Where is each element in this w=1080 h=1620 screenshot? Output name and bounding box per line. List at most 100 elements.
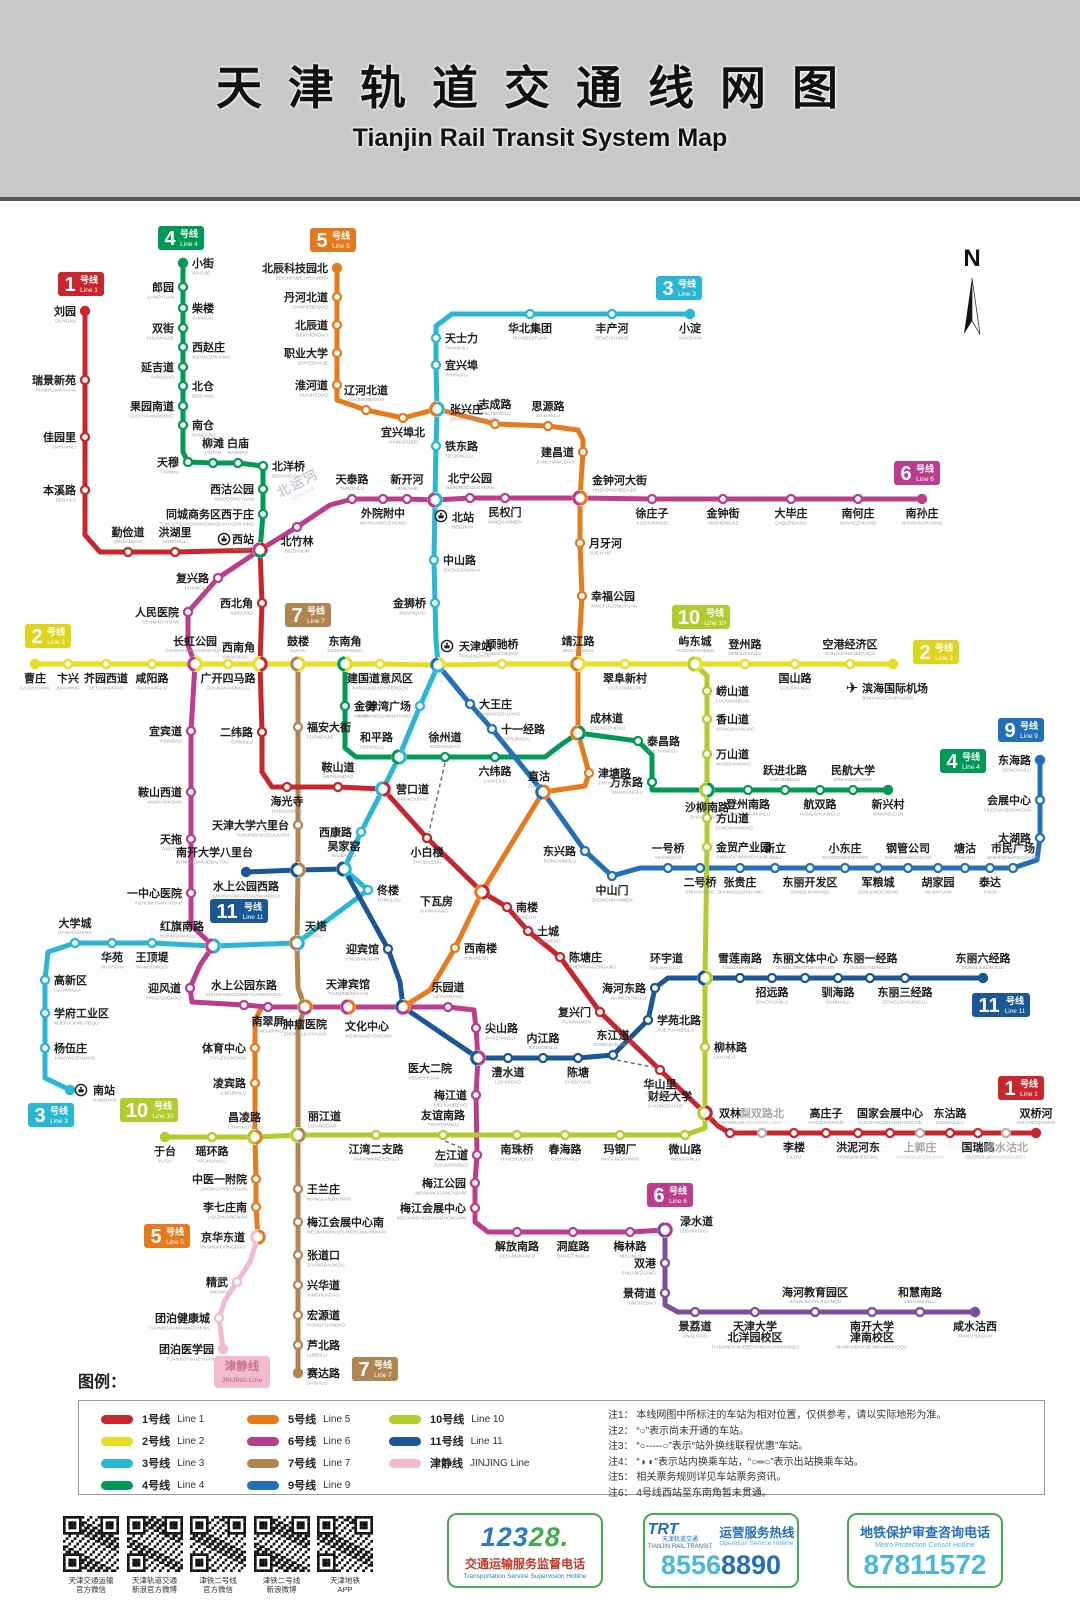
station-yingkoudao-ring [375,781,384,797]
svg-text:津湾广场: 津湾广场 [367,699,411,713]
svg-text:北辰科技园北: 北辰科技园北 [262,261,328,275]
station-huanyudao-ring [704,970,713,986]
station-yangwuzhuang [39,1042,51,1054]
svg-text:CHAILOU: CHAILOU [192,316,214,322]
svg-text:JINZHONGJIE: JINZHONGJIE [707,521,738,527]
station-xibeijiao [256,597,268,609]
svg-text:福安大街: 福安大街 [306,720,351,734]
station-caijingdaxue-ring [704,1105,713,1121]
station-wenhuazhongxin-ring [395,999,404,1011]
svg-text:精武: 精武 [206,1275,228,1289]
svg-text:Line 5: Line 5 [332,243,350,250]
svg-text:SHUISHANGGONGYUANDONGLU: SHUISHANGGONGYUANDONGLU [205,992,283,998]
svg-text:西沽公园: 西沽公园 [210,482,254,496]
station-huaihedao [331,379,343,391]
legend-swatch [101,1414,133,1424]
svg-text:GANGGUANGONGSI: GANGGUANGONGSI [884,855,931,861]
operation-hotline-box: TRT 天津轨道交通 TIANJIN RAIL TRANSIT 运营服务热线 O… [643,1513,799,1588]
svg-text:Line 11: Line 11 [1005,1008,1026,1015]
svg-text:Line 2: Line 2 [935,655,953,662]
svg-text:3: 3 [34,1105,45,1127]
svg-text:DONGJIANGDAO: DONGJIANGDAO [594,1042,633,1048]
svg-text:中医一附院: 中医一附院 [192,1172,247,1186]
station-shaliunanlu-ring [699,782,708,798]
station-xuefugongyequ [39,1007,51,1019]
svg-text:号线: 号线 [332,230,350,241]
station-hongnihedong [852,1127,864,1139]
svg-text:JINGLIDAO: JINGLIDAO [682,1334,708,1340]
station-changlinglu-ring [247,1129,256,1145]
svg-text:梅江公园: 梅江公园 [422,1176,466,1190]
svg-text:景荷道: 景荷道 [622,1286,656,1300]
station-hujiayuan [932,862,944,874]
svg-text:DANHEBEIDAO: DANHEBEIDAO [293,305,328,311]
station-jianshanlu [470,1022,482,1034]
station-yihaoqiao [662,862,674,874]
svg-text:号线: 号线 [180,228,198,239]
station-haiguangsi [281,781,293,793]
station-dongnanjiao-ring [337,656,346,672]
svg-text:GUOSHANLU: GUOSHANLU [780,686,811,692]
station-wanglanzhuang [292,1183,304,1195]
station-changlinglu-ring [254,1129,263,1145]
svg-text:徐州道: 徐州道 [428,730,462,744]
svg-text:号线: 号线 [916,463,934,474]
svg-text:ERHAOQIAO: ERHAOQIAO [685,890,714,896]
svg-text:东沽路: 东沽路 [934,1106,968,1120]
svg-text:LIUYUAN: LIUYUAN [55,319,76,325]
svg-text:JIANSHANLU: JIANSHANLU [485,1036,515,1042]
svg-text:JIANCHANGDAO: JIANCHANGDAO [536,460,574,466]
svg-text:BAIMIAO: BAIMIAO [228,450,248,456]
svg-text:DONGGULU: DONGGULU [936,1120,964,1126]
station-guoyuannandao [177,400,189,412]
svg-text:国瑞路: 国瑞路 [962,1140,996,1154]
line-6-path-5 [185,495,925,1235]
station-dongxinglu [579,845,591,857]
station-donghailu [1034,754,1046,766]
station-siyuanlu [542,420,554,432]
svg-text:SHANGGUOZHUANG: SHANGGUOZHUANG [896,1155,945,1161]
station-waiyuanfuzhong [377,493,389,505]
station-jinzhongjie [717,493,729,505]
station-guoruilu [972,1127,984,1139]
svg-text:FANGSHANDAO: FANGSHANDAO [716,826,753,832]
legend-swatch [247,1480,279,1490]
svg-text:西南楼: 西南楼 [464,941,497,955]
station-nankaidaxuebalitai-ring [297,862,306,878]
station-shangguozhuang [914,1127,926,1139]
svg-text:南楼: 南楼 [516,900,538,914]
svg-text:解放南路: 解放南路 [495,1239,540,1253]
svg-text:HUAIHEDAO: HUAIHEDAO [299,393,328,399]
station-junliangcheng [872,862,884,874]
station-huizhanzhongxin [1034,794,1046,806]
svg-text:瑶环路: 瑶环路 [196,1144,230,1158]
svg-text:洪湖里: 洪湖里 [159,525,192,539]
svg-text:天津站: 天津站 [459,639,492,653]
